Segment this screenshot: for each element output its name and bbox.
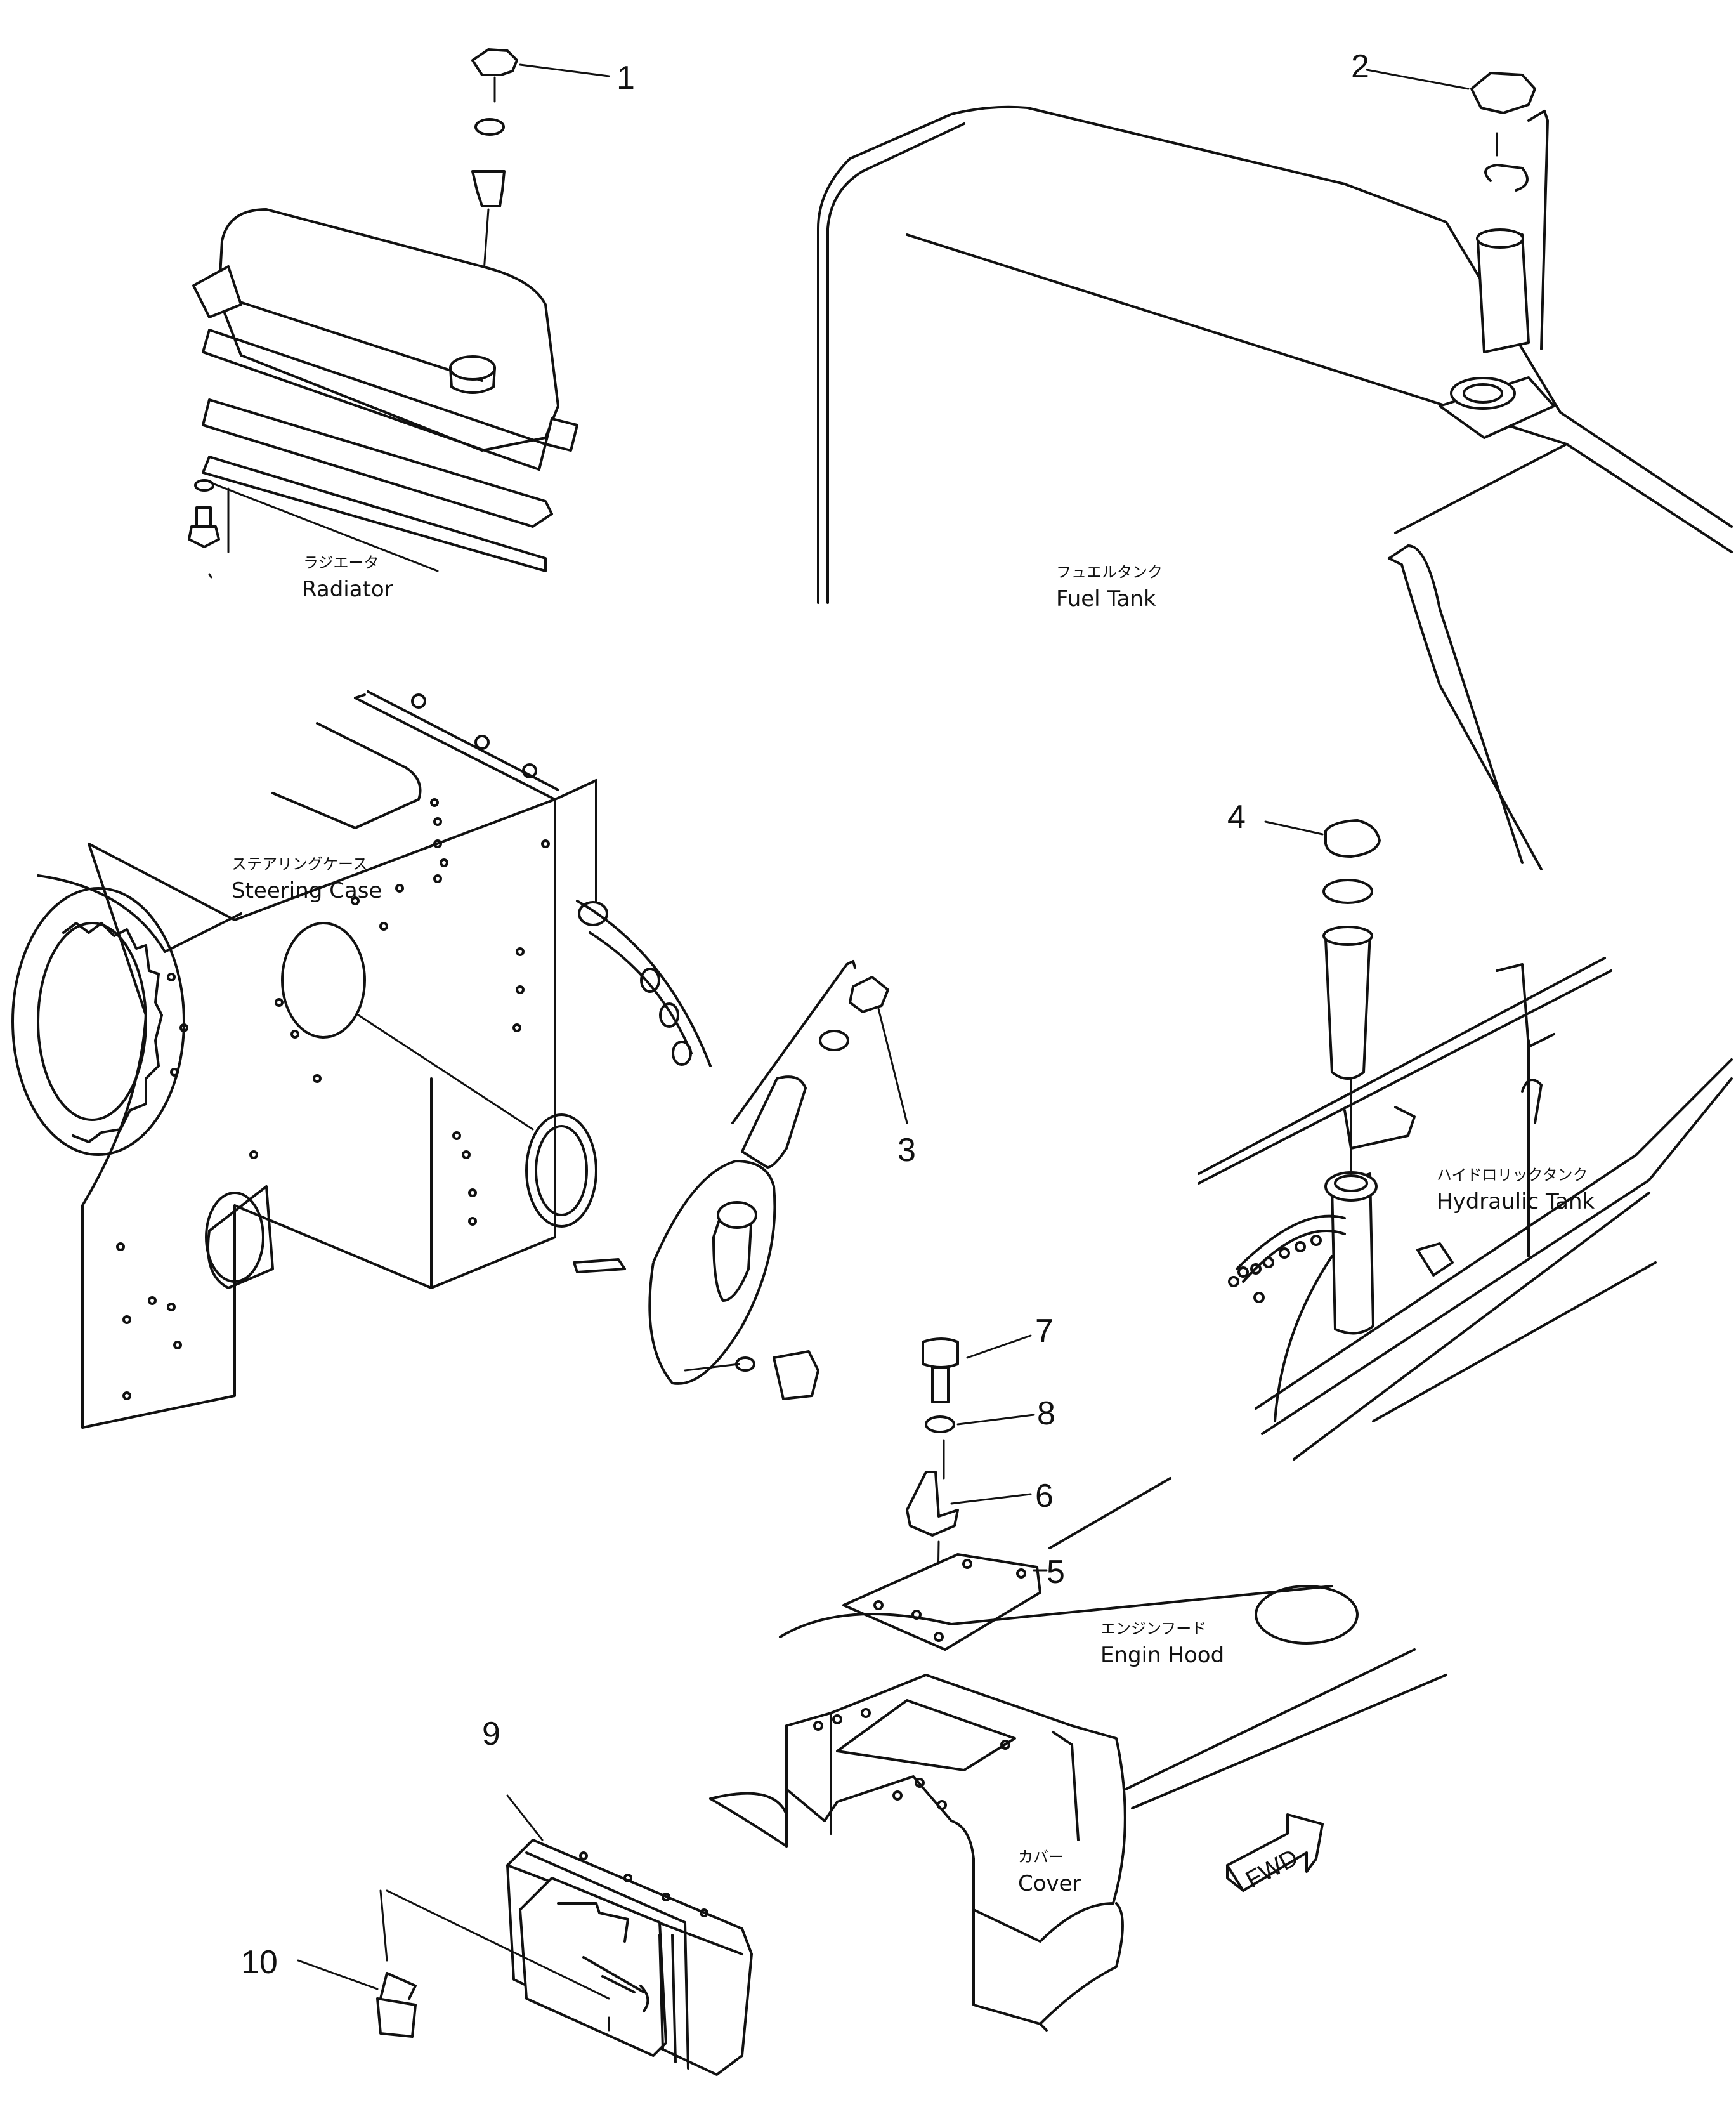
steering-filler-cap <box>849 976 889 1013</box>
o-ring <box>525 1113 597 1228</box>
hydraulic-tank-assembly <box>1198 819 1733 1461</box>
part-number-8: 8 <box>1037 1395 1055 1432</box>
radiator-snap-ring <box>474 118 505 136</box>
hydraulic-strainer <box>1324 931 1371 1080</box>
hydraulic-tank-label-jp: ハイドロリックタンク <box>1437 1166 1588 1184</box>
steering-case-port <box>281 922 366 1039</box>
bolt-hole-pattern <box>116 693 550 1400</box>
radiator-label-en: Radiator <box>302 577 393 602</box>
fuel-snap-ring <box>1484 164 1529 192</box>
hydraulic-tank-cap <box>1324 819 1381 858</box>
hydraulic-snap-ring <box>1322 879 1373 904</box>
part-number-5: 5 <box>1047 1554 1065 1591</box>
hydraulic-filler-neck <box>1331 1172 1374 1335</box>
part-number-4: 4 <box>1227 799 1246 836</box>
part-number-1: 1 <box>617 60 635 96</box>
part-number-3: 3 <box>897 1132 916 1169</box>
padlock-shackle <box>379 1972 417 2000</box>
bracket-6 <box>906 1471 959 1537</box>
bolt-7 <box>922 1337 959 1369</box>
engine-hood-label-jp: エンジンフード <box>1100 1620 1206 1638</box>
washer-8 <box>925 1415 955 1433</box>
steering-case-label-jp: ステアリングケース <box>232 855 368 873</box>
engine-hood-cover-assembly <box>709 1585 1447 2032</box>
cover-opening <box>836 1699 1016 1771</box>
hood-bracket-assembly <box>842 1334 1171 1651</box>
steering-case-assembly <box>11 690 712 1429</box>
bevel-gear <box>11 887 185 1156</box>
engine-hood-label-en: Engin Hood <box>1100 1643 1224 1668</box>
hydraulic-tank-label-en: Hydraulic Tank <box>1437 1189 1595 1214</box>
fuel-tank-cap <box>1470 72 1536 114</box>
tank-flange-bolts <box>1228 1235 1322 1303</box>
cover-shroud <box>785 1674 1126 1943</box>
radiator-gasket-upper <box>202 329 547 471</box>
radiator-bolt <box>188 525 220 548</box>
filler-cover-plate <box>648 1160 776 1385</box>
radiator-strainer <box>471 170 506 207</box>
radiator-label-jp: ラジエータ <box>303 554 379 572</box>
toolbox-assembly <box>297 1794 753 2076</box>
radiator-top-tank <box>218 208 559 452</box>
fuel-filler-neck <box>1450 377 1516 410</box>
steering-strainer <box>741 1075 807 1169</box>
cover-label-jp: カバー <box>1018 1848 1064 1866</box>
cover-label-en: Cover <box>1018 1871 1081 1896</box>
engine-hood-opening <box>1255 1585 1359 1645</box>
radiator-assembly <box>188 48 610 579</box>
part-number-10: 10 <box>241 1944 278 1981</box>
radiator-cap <box>471 48 518 76</box>
fuel-tank-label-jp: フュエルタンク <box>1056 563 1163 581</box>
fwd-arrow-icon: FWD <box>1226 1813 1324 1894</box>
part-number-2: 2 <box>1351 48 1369 85</box>
part-number-6: 6 <box>1035 1478 1054 1514</box>
fuel-tank-assembly <box>817 69 1733 870</box>
part-number-9: 9 <box>482 1716 500 1752</box>
steering-case-label-en: Steering Case <box>232 878 382 903</box>
radiator-gasket-lower <box>202 398 553 528</box>
plate-5 <box>842 1553 1041 1651</box>
padlock-10 <box>376 1997 417 2038</box>
part-number-7: 7 <box>1035 1313 1054 1349</box>
steering-case-body <box>81 798 556 1429</box>
fuel-tank-outline <box>817 105 1733 604</box>
cover-plate-bolt <box>773 1350 819 1400</box>
fuel-tank-label-en: Fuel Tank <box>1056 586 1156 612</box>
steering-oil-filler-assembly <box>357 960 908 1400</box>
fuel-strainer <box>1477 233 1530 353</box>
